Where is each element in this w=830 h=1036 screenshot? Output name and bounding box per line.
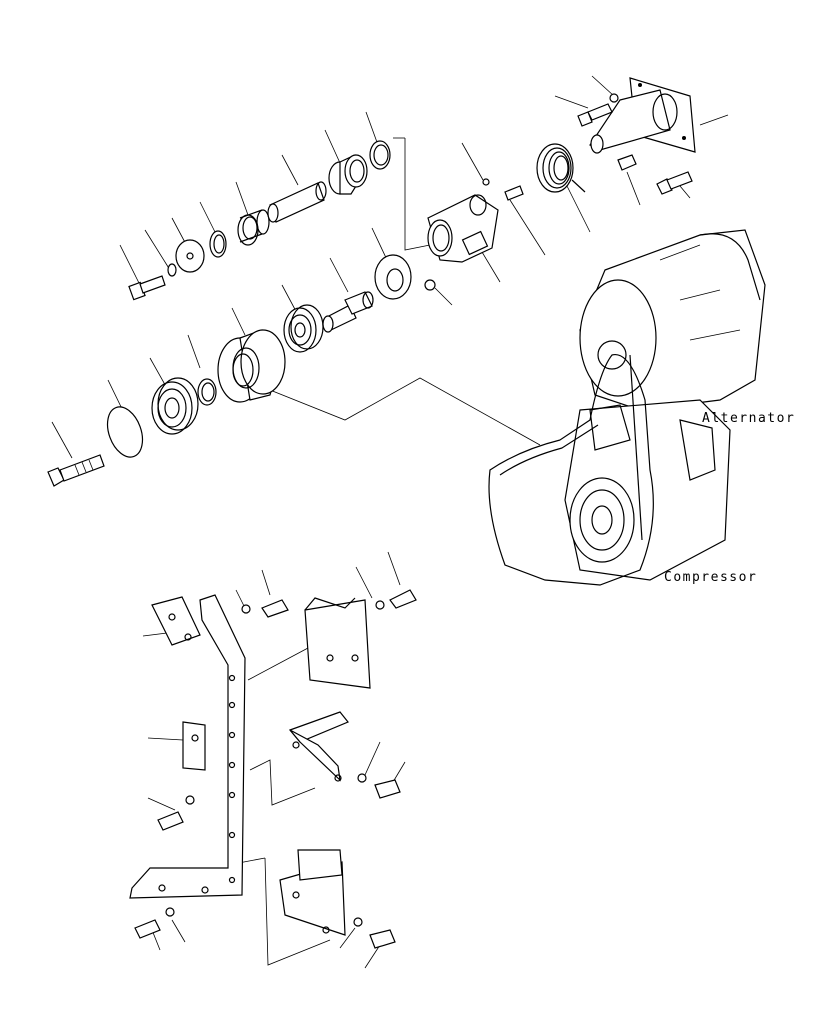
cover-disc	[106, 406, 144, 458]
bearing-2	[283, 304, 324, 353]
sleeve	[267, 181, 327, 223]
plate-right	[304, 597, 371, 689]
snap-ring-2	[369, 140, 391, 170]
bushing	[328, 154, 368, 195]
alternator-assembly	[579, 229, 766, 411]
spring	[536, 143, 586, 193]
l-bracket-1	[288, 711, 349, 782]
bolt-bracket-4	[157, 795, 195, 831]
bolt-upper	[128, 275, 166, 301]
compressor-label: Compressor	[664, 570, 757, 585]
main-bracket	[129, 594, 246, 899]
washer-large	[175, 239, 205, 273]
tensioner-arm	[424, 178, 499, 291]
bracket-plate-small	[151, 596, 201, 646]
bearing-1	[151, 377, 199, 435]
leader-lines	[51, 75, 729, 969]
mount-bracket	[589, 77, 696, 154]
shaft	[322, 291, 374, 333]
bolt-bracket-3	[357, 773, 401, 799]
compressor-assembly	[564, 399, 731, 581]
snap-ring-3	[197, 378, 217, 406]
l-bracket-2	[279, 849, 346, 936]
bolt-bracket-5	[353, 917, 396, 949]
alternator-label: Alternator	[702, 411, 795, 426]
pulley	[217, 329, 286, 403]
pin-2	[617, 154, 637, 171]
drive-belt	[488, 353, 654, 586]
pin-1	[504, 185, 524, 201]
bolt-bracket-1	[241, 599, 289, 618]
bolt-top	[577, 93, 619, 127]
connector-lines	[227, 137, 541, 966]
spacer-disc	[374, 254, 412, 300]
snap-ring-1	[209, 230, 227, 258]
ring-2	[237, 209, 270, 246]
washer-small-1	[167, 263, 177, 277]
long-bolt	[47, 454, 105, 487]
bolt-right	[656, 171, 693, 195]
bolt-bracket-2	[375, 589, 417, 610]
bolt-bracket-6	[134, 907, 175, 939]
